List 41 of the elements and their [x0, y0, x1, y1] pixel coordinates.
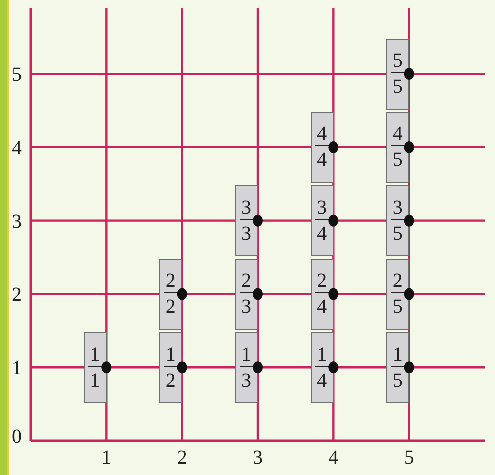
- denominator: 3: [240, 222, 252, 245]
- fraction-card: [310, 112, 334, 183]
- fraction-card: [235, 332, 258, 404]
- fraction-card: [310, 332, 334, 404]
- denominator: 4: [316, 296, 328, 318]
- denominator: 1: [89, 370, 102, 392]
- fraction-card: [84, 332, 107, 404]
- denominator: 2: [164, 296, 177, 318]
- x-tick-label: 3: [253, 447, 263, 469]
- denominator: 5: [392, 76, 404, 98]
- x-tick-label: 1: [102, 447, 112, 469]
- denominator: 5: [392, 296, 404, 318]
- fraction-card: [386, 332, 410, 404]
- y-tick-label: 3: [12, 210, 22, 233]
- fraction-card: [386, 112, 410, 183]
- denominator: 3: [240, 296, 252, 318]
- denominator: 3: [240, 370, 252, 392]
- denominator: 5: [392, 370, 404, 392]
- x-tick-label: 4: [328, 447, 339, 469]
- fraction-card: [235, 258, 258, 330]
- x-tick-label: 2: [177, 447, 188, 469]
- fraction-card: [310, 258, 334, 330]
- denominator: 5: [392, 149, 404, 172]
- fraction-card: [159, 332, 182, 404]
- denominator: 4: [316, 370, 328, 392]
- y-tick-label: 2: [12, 284, 22, 306]
- fraction-card: [386, 258, 410, 330]
- fraction-card: [235, 185, 258, 256]
- y-tick-label: 0: [12, 426, 22, 448]
- fraction-card: [159, 258, 182, 330]
- x-tick-label: 5: [404, 447, 414, 469]
- denominator: 5: [392, 222, 404, 245]
- fraction-card: [310, 185, 334, 256]
- denominator: 4: [316, 149, 328, 172]
- fraction-card: [386, 38, 410, 110]
- y-tick-label: 4: [12, 137, 22, 160]
- denominator: 2: [164, 370, 177, 392]
- y-tick-label: 5: [12, 64, 22, 86]
- y-tick-label: 1: [12, 358, 22, 380]
- fraction-card: [386, 185, 410, 256]
- denominator: 4: [316, 222, 328, 245]
